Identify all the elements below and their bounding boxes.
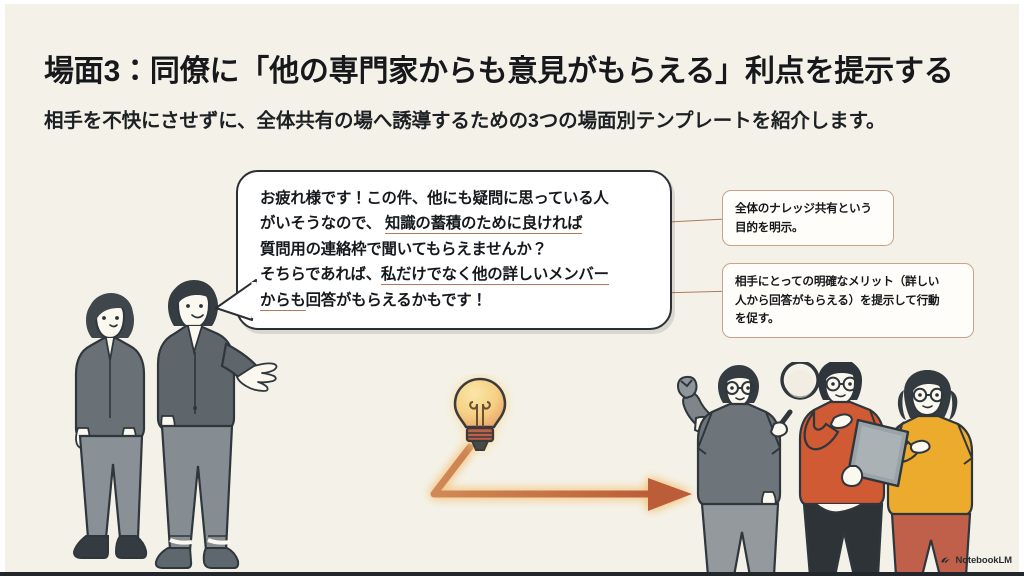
frame-edge-right <box>1019 0 1024 576</box>
frame-edge-left <box>0 0 5 576</box>
expert-with-wrench <box>676 365 782 576</box>
notebooklm-logo-icon <box>941 557 951 563</box>
page-title: 場面3：同僚に「他の専門家からも意見がもらえる」利点を提示する <box>44 55 954 88</box>
expert-with-tablet <box>840 370 974 576</box>
annotation-note-purpose: 全体のナレッジ共有という 目的を明示。 <box>722 190 894 246</box>
watermark-label: NotebookLM <box>955 555 1012 566</box>
people-right-group <box>676 362 974 576</box>
lightbulb-icon <box>453 377 507 451</box>
colleague-speaking <box>154 280 278 569</box>
bubble-line-1: お疲れ様です！この件、他にも疑問に思っている人 <box>260 190 609 207</box>
bubble-line-2-highlight: 知識の蓄積のために良ければ <box>385 215 583 235</box>
speech-bubble-tail <box>215 279 257 321</box>
page-subtitle: 相手を不快にさせずに、全体共有の場へ誘導するための3つの場面別テンプレートを紹介… <box>44 110 886 132</box>
annotation-note-benefit: 相手にとっての明確なメリット（詳しい 人から回答がもらえる）を提示して行動 を促… <box>722 263 974 338</box>
colleague-listening <box>72 293 148 559</box>
speech-bubble: お疲れ様です！この件、他にも疑問に思っている人がいそうなので、 知識の蓄積のため… <box>236 170 672 330</box>
speech-bubble-text: お疲れ様です！この件、他にも疑問に思っている人がいそうなので、 知識の蓄積のため… <box>260 186 654 313</box>
watermark: NotebookLM <box>940 555 1012 566</box>
people-left-group <box>72 280 278 569</box>
bubble-line-5-highlight: からも <box>260 291 306 311</box>
bubble-line-2-plain: がいそうなので、 <box>260 215 385 233</box>
frame-edge-top <box>0 0 1024 4</box>
bubble-line-3: 質問用の連絡枠で聞いてもらえませんか？ <box>260 240 547 258</box>
bubble-line-4-plain: そちらであれば、 <box>260 266 381 284</box>
bubble-line-4-highlight: 私だけでなく他の詳しいメンバー <box>380 266 609 286</box>
bubble-line-5-plain: 回答がもらえるかもです！ <box>305 291 487 309</box>
